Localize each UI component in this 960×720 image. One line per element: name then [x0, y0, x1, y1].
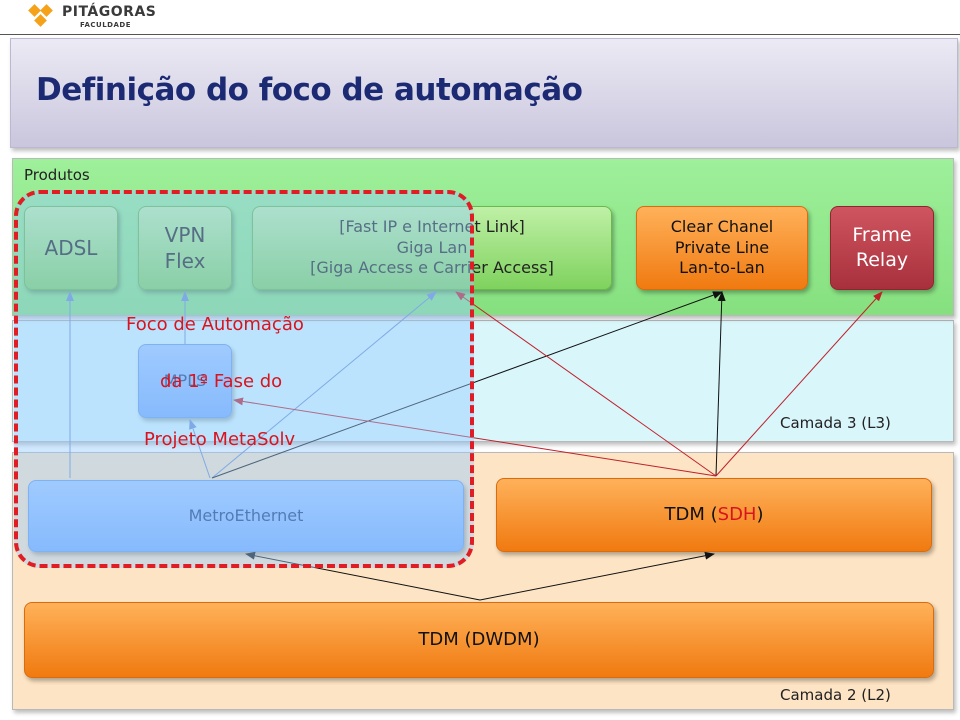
metro-ethernet-box: MetroEthernet: [28, 480, 464, 552]
products-label: Produtos: [24, 166, 90, 184]
vpn-flex-box: VPN Flex: [138, 206, 232, 290]
page-title: Definição do foco de automação: [36, 72, 583, 108]
adsl-box: ADSL: [24, 206, 118, 290]
sdh-prefix: TDM (: [664, 504, 718, 526]
header-divider: [0, 34, 960, 35]
logo-subtitle: FACULDADE: [80, 21, 131, 29]
logo-name: PITÁGORAS: [62, 4, 157, 20]
title-band: [10, 38, 958, 148]
focus-label-line3: Projeto MetaSolv: [144, 429, 296, 450]
pitagoras-logo: [28, 4, 53, 27]
focus-label-line2: da 1ª Fase do: [160, 371, 283, 392]
fast-ip-box: [Fast IP e Internet Link] Giga Lan [Giga…: [252, 206, 612, 290]
sdh-suffix: ): [756, 504, 764, 526]
layer2-label: Camada 2 (L2): [780, 686, 891, 704]
automation-focus-region: [14, 190, 474, 568]
frame-relay-box: Frame Relay: [830, 206, 934, 290]
clear-chanel-box: Clear Chanel Private Line Lan-to-Lan: [636, 206, 808, 290]
tdm-sdh-box: TDM (SDH): [496, 478, 932, 552]
focus-label-line1: Foco de Automação: [126, 314, 304, 335]
tdm-dwdm-box: TDM (DWDM): [24, 602, 934, 678]
sdh-accent: SDH: [717, 504, 757, 526]
layer3-label: Camada 3 (L3): [780, 414, 891, 432]
